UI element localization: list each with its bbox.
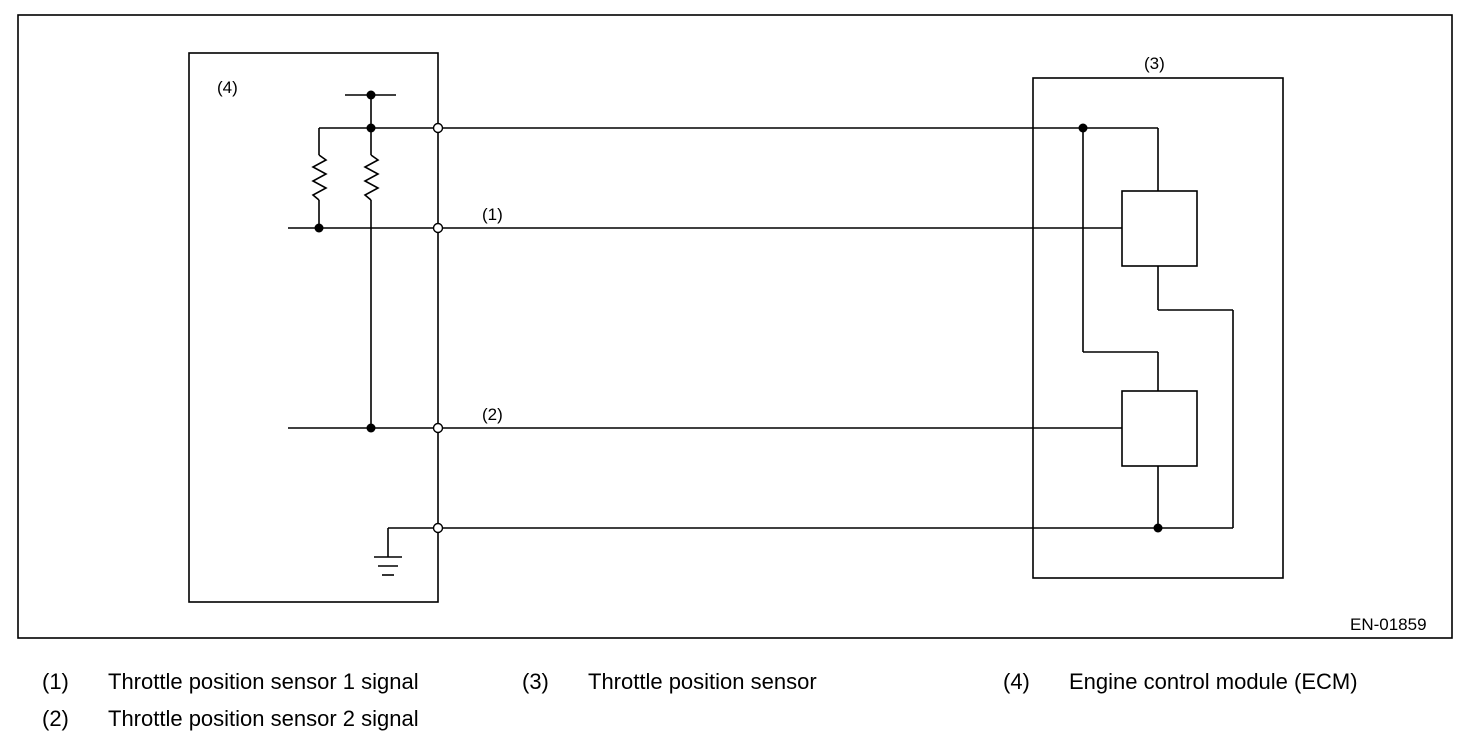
legend-num-1: (1)	[42, 669, 69, 694]
legend-text-3: Throttle position sensor	[588, 669, 817, 694]
connector-terminals	[432, 122, 444, 534]
legend-num-3: (3)	[522, 669, 549, 694]
diagram-frame	[17, 14, 1453, 639]
sensor-box	[1032, 77, 1284, 579]
ecm-box	[188, 52, 439, 603]
callout-1: (1)	[482, 205, 503, 224]
legend-num-4: (4)	[1003, 669, 1030, 694]
legend-num-2: (2)	[42, 706, 69, 731]
wiring-diagram: (4) (3) (1) (2) EN-01859	[17, 14, 1453, 639]
legend-text-1: Throttle position sensor 1 signal	[108, 669, 419, 694]
callout-2: (2)	[482, 405, 503, 424]
sensor-element-2	[1121, 390, 1198, 467]
figure-code: EN-01859	[1350, 615, 1427, 634]
resistor-2	[363, 154, 380, 201]
callout-3: (3)	[1144, 54, 1165, 73]
callout-4: (4)	[217, 78, 238, 97]
legend-text-4: Engine control module (ECM)	[1069, 669, 1358, 694]
sensor-element-1	[1121, 190, 1198, 267]
legend-text-2: Throttle position sensor 2 signal	[108, 706, 419, 731]
resistor-1	[311, 154, 328, 201]
